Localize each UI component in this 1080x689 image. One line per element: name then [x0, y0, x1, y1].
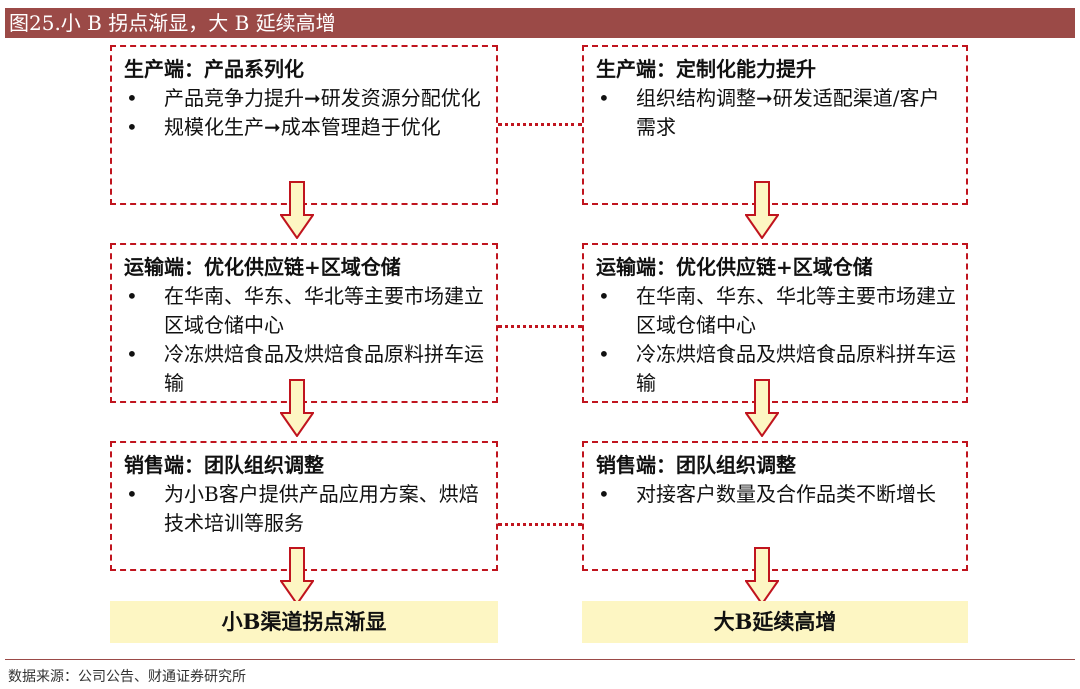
right-box-1: 生产端：定制化能力提升 • 组织结构调整➞研发适配渠道/客户需求: [582, 45, 968, 205]
down-arrow-icon: [280, 547, 314, 605]
figure-title: 图25.小 B 拐点渐显，大 B 延续高增: [5, 8, 1075, 38]
down-arrow-icon: [745, 181, 779, 239]
right-box-3: 销售端：团队组织调整 • 对接客户数量及合作品类不断增长: [582, 441, 968, 571]
right-box-2: 运输端：优化供应链+区域仓储 • 在华南、华东、华北等主要市场建立区域仓储中心 • 冷冻…: [582, 243, 968, 403]
down-arrow-icon: [745, 547, 779, 605]
bullet-item: • 组织结构调整➞研发适配渠道/客户需求: [596, 84, 956, 142]
result-small-b: 小B渠道拐点渐显: [110, 601, 498, 643]
bullet-icon: •: [126, 86, 138, 110]
dotted-connector: [498, 523, 582, 526]
left-box-1: 生产端：产品系列化 • 产品竞争力提升➞研发资源分配优化 • 规模化生产➞成本管理趋于优…: [110, 45, 498, 205]
bullet-item: • 产品竞争力提升➞研发资源分配优化: [124, 84, 486, 113]
bullet-item: • 对接客户数量及合作品类不断增长: [596, 480, 956, 509]
bullet-icon: •: [126, 284, 138, 308]
bullet-text: 冷冻烘焙食品及烘焙食品原料拼车运输: [636, 342, 956, 395]
box-header: 运输端：优化供应链+区域仓储: [124, 255, 401, 279]
bullet-item: • 冷冻烘焙食品及烘焙食品原料拼车运输: [124, 340, 486, 398]
bullet-item: • 冷冻烘焙食品及烘焙食品原料拼车运输: [596, 340, 956, 398]
source-note: 数据来源：公司公告、财通证券研究所: [8, 669, 246, 685]
bullet-text: 在华南、华东、华北等主要市场建立区域仓储中心: [636, 284, 956, 337]
bullet-text: 冷冻烘焙食品及烘焙食品原料拼车运输: [164, 342, 484, 395]
bullet-item: • 为小B客户提供产品应用方案、烘焙技术培训等服务: [124, 480, 486, 538]
box-header: 生产端：产品系列化: [124, 57, 304, 81]
box-header: 销售端：团队组织调整: [596, 453, 796, 477]
dotted-connector: [498, 123, 582, 126]
bullet-text: 组织结构调整➞研发适配渠道/客户需求: [636, 86, 940, 139]
footer-divider: [5, 659, 1075, 660]
bullet-item: • 在华南、华东、华北等主要市场建立区域仓储中心: [596, 282, 956, 340]
bullet-text: 对接客户数量及合作品类不断增长: [636, 482, 936, 506]
bullet-icon: •: [598, 482, 610, 506]
down-arrow-icon: [745, 379, 779, 437]
bullet-item: • 规模化生产➞成本管理趋于优化: [124, 113, 486, 142]
bullet-icon: •: [126, 115, 138, 139]
bullet-text: 产品竞争力提升➞研发资源分配优化: [164, 86, 481, 110]
left-box-2: 运输端：优化供应链+区域仓储 • 在华南、华东、华北等主要市场建立区域仓储中心 • 冷冻…: [110, 243, 498, 403]
dotted-connector: [498, 325, 582, 328]
box-header: 运输端：优化供应链+区域仓储: [596, 255, 873, 279]
bullet-text: 规模化生产➞成本管理趋于优化: [164, 115, 441, 139]
bullet-icon: •: [598, 284, 610, 308]
bullet-icon: •: [598, 86, 610, 110]
result-large-b: 大B延续高增: [582, 601, 968, 643]
bullet-text: 为小B客户提供产品应用方案、烘焙技术培训等服务: [164, 482, 479, 535]
box-header: 生产端：定制化能力提升: [596, 57, 816, 81]
down-arrow-icon: [280, 181, 314, 239]
down-arrow-icon: [280, 379, 314, 437]
bullet-icon: •: [126, 342, 138, 366]
bullet-item: • 在华南、华东、华北等主要市场建立区域仓储中心: [124, 282, 486, 340]
bullet-icon: •: [126, 482, 138, 506]
box-header: 销售端：团队组织调整: [124, 453, 324, 477]
bullet-text: 在华南、华东、华北等主要市场建立区域仓储中心: [164, 284, 484, 337]
bullet-icon: •: [598, 342, 610, 366]
